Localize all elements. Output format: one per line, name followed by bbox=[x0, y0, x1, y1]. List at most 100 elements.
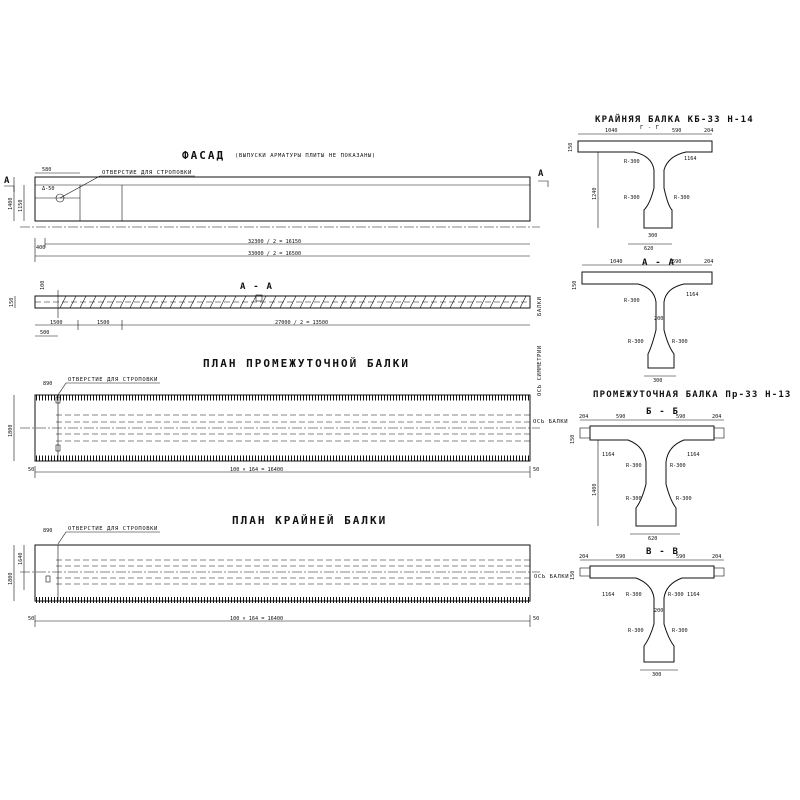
plan-intermediate-symmetry-label: ОСЬ СИММЕТРИИ bbox=[537, 345, 543, 396]
section-intermediate-right-outstand bbox=[713, 427, 725, 439]
svg-text:204: 204 bbox=[712, 554, 721, 560]
svg-text:R-300: R-300 bbox=[672, 628, 688, 634]
svg-text:204: 204 bbox=[579, 554, 588, 560]
section-mark-left: А bbox=[4, 176, 11, 186]
facade-title: ФАСАД bbox=[182, 149, 225, 162]
svg-text:33000 / 2 = 16500: 33000 / 2 = 16500 bbox=[248, 251, 301, 257]
svg-text:204: 204 bbox=[712, 414, 721, 420]
svg-text:R-300: R-300 bbox=[672, 339, 688, 345]
section-edge-view: КРАЙНЯЯ БАЛКА КБ-33 Н-14 Г - Г 1040 590 … bbox=[568, 113, 754, 252]
svg-text:50: 50 bbox=[533, 616, 539, 622]
svg-text:300: 300 bbox=[648, 233, 657, 239]
section-aa-view: А - А 150 100 1500 1500 27000 / 2 = 1350… bbox=[9, 281, 543, 337]
section-intermediate-view: ПРОМЕЖУТОЧНАЯ БАЛКА Пр-33 Н-13 Б - Б 204… bbox=[570, 390, 792, 542]
section-intermediate-profile bbox=[589, 425, 715, 527]
svg-text:100 × 164 = 16400: 100 × 164 = 16400 bbox=[230, 616, 283, 622]
svg-text:150: 150 bbox=[568, 143, 574, 152]
facade-beam-outline bbox=[34, 176, 531, 222]
svg-text:200: 200 bbox=[654, 316, 663, 322]
section-bv-profile bbox=[589, 565, 715, 663]
svg-text:1500: 1500 bbox=[50, 320, 63, 326]
section-intermediate-title: ПРОМЕЖУТОЧНАЯ БАЛКА Пр-33 Н-13 bbox=[593, 390, 792, 400]
svg-text:32300 / 2 = 16150: 32300 / 2 = 16150 bbox=[248, 239, 301, 245]
section-edge-title: КРАЙНЯЯ БАЛКА КБ-33 Н-14 bbox=[595, 113, 754, 125]
section-intermediate-left-outstand bbox=[579, 427, 591, 439]
svg-text:1400: 1400 bbox=[8, 198, 14, 211]
svg-text:400: 400 bbox=[36, 245, 45, 251]
svg-text:R-300: R-300 bbox=[624, 159, 640, 165]
svg-text:Δ-50: Δ-50 bbox=[42, 186, 55, 192]
svg-text:204: 204 bbox=[579, 414, 588, 420]
svg-text:R-300: R-300 bbox=[628, 628, 644, 634]
svg-text:590: 590 bbox=[676, 414, 685, 420]
section-intermediate-cut: Б - Б bbox=[646, 407, 679, 417]
svg-text:590: 590 bbox=[676, 554, 685, 560]
svg-text:1240: 1240 bbox=[592, 188, 598, 201]
svg-text:R-300: R-300 bbox=[628, 339, 644, 345]
svg-text:620: 620 bbox=[648, 536, 657, 542]
plan-edge-title: ПЛАН КРАЙНЕЙ БАЛКИ bbox=[232, 514, 387, 527]
plan-intermediate-hole-note: ОТВЕРСТИЕ ДЛЯ СТРОПОВКИ bbox=[68, 377, 158, 383]
svg-text:1164: 1164 bbox=[602, 592, 615, 598]
plan-edge-axis-label: ОСЬ БАЛКИ bbox=[534, 574, 569, 580]
svg-text:1164: 1164 bbox=[687, 452, 700, 458]
svg-text:50: 50 bbox=[28, 467, 34, 473]
svg-text:50: 50 bbox=[28, 616, 34, 622]
plan-intermediate-axis-label: ОСЬ БАЛКИ bbox=[533, 419, 568, 425]
plan-edge-outline bbox=[34, 544, 531, 602]
facade-view: ФАСАД (ВЫПУСКИ АРМАТУРЫ ПЛИТЫ НЕ ПОКАЗАН… bbox=[4, 149, 549, 262]
plan-edge-view: ПЛАН КРАЙНЕЙ БАЛКИ ОТВЕРСТИЕ ДЛЯ СТРОПОВ… bbox=[8, 514, 569, 627]
section-bv-left-outstand bbox=[579, 567, 591, 577]
svg-text:1164: 1164 bbox=[602, 452, 615, 458]
svg-text:1640: 1640 bbox=[18, 553, 24, 566]
svg-text:150: 150 bbox=[9, 298, 15, 307]
svg-text:590: 590 bbox=[616, 554, 625, 560]
section-aa-title: А - А bbox=[240, 282, 273, 292]
svg-text:R-300: R-300 bbox=[626, 592, 642, 598]
svg-text:300: 300 bbox=[652, 672, 661, 678]
svg-text:1800: 1800 bbox=[8, 573, 14, 586]
svg-text:150: 150 bbox=[570, 435, 576, 444]
svg-text:204: 204 bbox=[704, 128, 713, 134]
svg-text:890: 890 bbox=[43, 528, 52, 534]
svg-text:R-300: R-300 bbox=[624, 195, 640, 201]
section-bv-view: В - В 204 590 590 204 1164 1164 R-300 R-… bbox=[570, 547, 725, 678]
section-mark-right: А bbox=[538, 169, 545, 179]
svg-text:R-300: R-300 bbox=[626, 463, 642, 469]
section-aa-right-cut: А - А bbox=[642, 258, 675, 268]
svg-text:50: 50 bbox=[533, 467, 539, 473]
section-aa-right-profile bbox=[581, 271, 713, 369]
svg-text:200: 200 bbox=[654, 608, 663, 614]
svg-text:R-300: R-300 bbox=[670, 463, 686, 469]
svg-text:300: 300 bbox=[653, 378, 662, 384]
svg-text:590: 590 bbox=[672, 259, 681, 265]
svg-text:27000 / 2 = 13500: 27000 / 2 = 13500 bbox=[275, 320, 328, 326]
svg-text:580: 580 bbox=[42, 167, 51, 173]
section-edge-cut: Г - Г bbox=[640, 125, 660, 131]
section-bv-cut: В - В bbox=[646, 547, 679, 557]
svg-text:150: 150 bbox=[570, 571, 576, 580]
plan-intermediate-view: ПЛАН ПРОМЕЖУТОЧНОЙ БАЛКИ ОТВЕРСТИЕ ДЛЯ С… bbox=[8, 345, 568, 478]
svg-text:1164: 1164 bbox=[686, 292, 699, 298]
svg-text:1500: 1500 bbox=[97, 320, 110, 326]
svg-text:204: 204 bbox=[704, 259, 713, 265]
section-aa-right-view: А - А 1040 590 204 R-300 1164 R-300 R-30… bbox=[572, 258, 713, 384]
svg-text:1164: 1164 bbox=[687, 592, 700, 598]
svg-text:R-300: R-300 bbox=[674, 195, 690, 201]
svg-text:1400: 1400 bbox=[592, 484, 598, 497]
section-edge-profile bbox=[577, 140, 713, 229]
section-aa-marker bbox=[255, 294, 263, 302]
svg-text:500: 500 bbox=[40, 330, 49, 336]
svg-text:590: 590 bbox=[672, 128, 681, 134]
sling-hole-icon bbox=[55, 193, 65, 203]
svg-text:100 × 164 = 16400: 100 × 164 = 16400 bbox=[230, 467, 283, 473]
svg-text:1150: 1150 bbox=[18, 200, 24, 213]
facade-hole-note: ОТВЕРСТИЕ ДЛЯ СТРОПОВКИ bbox=[102, 170, 192, 176]
svg-text:1164: 1164 bbox=[684, 156, 697, 162]
section-aa-side-label: БАЛКИ bbox=[537, 296, 543, 316]
svg-text:R-300: R-300 bbox=[676, 496, 692, 502]
sling-hole-icon bbox=[45, 575, 51, 583]
svg-text:R-300: R-300 bbox=[624, 298, 640, 304]
svg-text:R-300: R-300 bbox=[626, 496, 642, 502]
